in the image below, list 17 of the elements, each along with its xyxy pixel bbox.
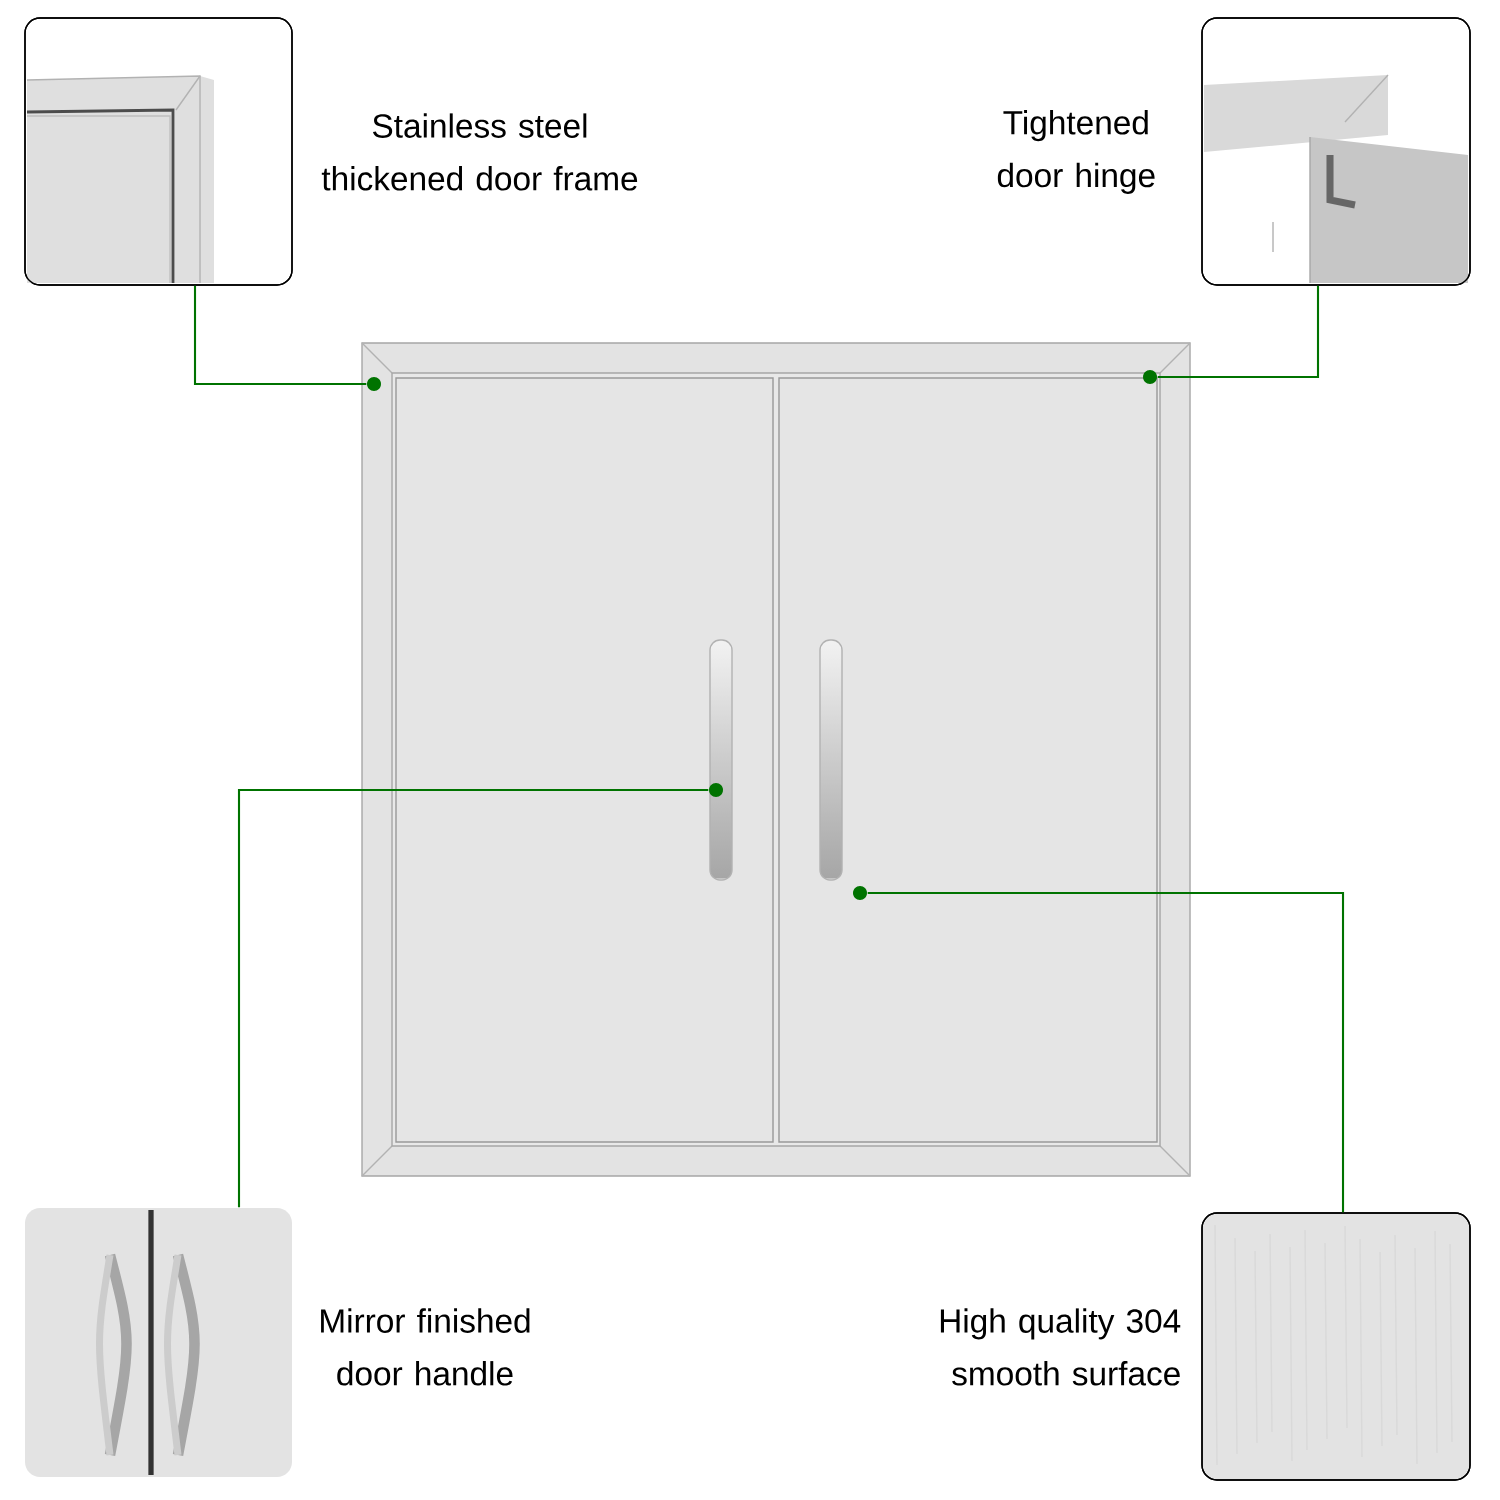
caption-text: Mirror finished door handle — [321, 1308, 530, 1386]
door-hinge-photo — [1201, 17, 1471, 286]
leader-line — [1157, 285, 1320, 379]
door-frame-photo — [24, 17, 293, 286]
caption-text: Stainless steel thickened door frame — [321, 113, 638, 191]
leader-line — [193, 285, 367, 386]
leader-dot — [367, 377, 381, 391]
leader-dot — [853, 886, 867, 900]
leader-dot — [709, 783, 723, 797]
double-door-drawing — [361, 342, 1191, 1177]
leader-line — [867, 891, 1345, 1213]
door-handle-photo — [25, 1208, 292, 1477]
steel-surface-photo — [1201, 1212, 1471, 1481]
caption-text: High quality 304 smooth surface — [940, 1308, 1181, 1386]
leader-line — [237, 788, 709, 1208]
leader-dot — [1143, 370, 1157, 384]
caption-text: Tightened door hinge — [997, 110, 1155, 194]
